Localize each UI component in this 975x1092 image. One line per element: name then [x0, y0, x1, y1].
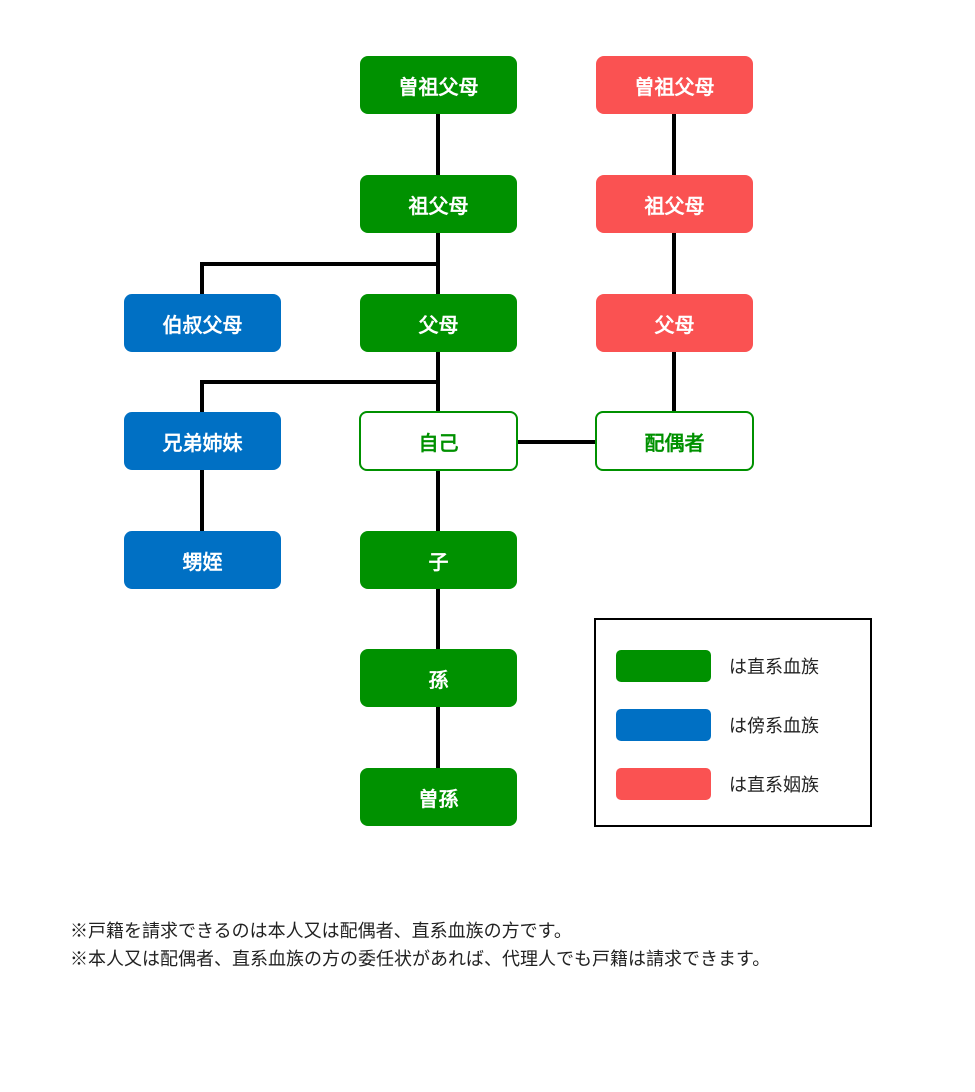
node-great-grandchildren: 曽孫 [360, 768, 517, 826]
node-spouse-parents: 父母 [596, 294, 753, 352]
node-uncles-aunts: 伯叔父母 [124, 294, 281, 352]
node-label: 甥姪 [182, 549, 223, 574]
legend-swatch [616, 650, 711, 682]
node-label: 父母 [418, 312, 459, 337]
legend: は直系血族 は傍系血族 は直系姻族 [594, 618, 872, 827]
node-label: 兄弟姉妹 [162, 430, 243, 455]
node-grandparents: 祖父母 [360, 175, 517, 233]
node-spouse: 配偶者 [595, 411, 754, 471]
node-spouse-grandparents: 祖父母 [596, 175, 753, 233]
legend-item-lineal-blood: は直系血族 [616, 650, 819, 682]
legend-label: は傍系血族 [729, 716, 819, 737]
node-parents: 父母 [360, 294, 517, 352]
node-label: 自己 [418, 430, 459, 455]
legend-swatch [616, 768, 711, 800]
note-line: ※戸籍を請求できるのは本人又は配偶者、直系血族の方です。 [70, 921, 572, 942]
node-label: 伯叔父母 [162, 312, 243, 337]
legend-label: は直系血族 [729, 657, 819, 678]
node-label: 孫 [428, 667, 449, 692]
node-label: 子 [428, 549, 449, 574]
node-grandchildren: 孫 [360, 649, 517, 707]
node-great-grandparents: 曽祖父母 [360, 56, 517, 114]
node-label: 曽祖父母 [398, 74, 479, 99]
note-line: ※本人又は配偶者、直系血族の方の委任状があれば、代理人でも戸籍は請求できます。 [70, 949, 771, 970]
node-label: 配偶者 [644, 430, 705, 455]
notes: ※戸籍を請求できるのは本人又は配偶者、直系血族の方です。 ※本人又は配偶者、直系… [70, 918, 770, 974]
line-parents-siblings [200, 380, 438, 412]
node-label: 曽祖父母 [634, 74, 715, 99]
line-grandparents-uncles-aunts [200, 262, 438, 294]
node-siblings: 兄弟姉妹 [124, 412, 281, 470]
node-self: 自己 [359, 411, 518, 471]
legend-label: は直系姻族 [729, 775, 819, 796]
legend-item-lineal-in-law: は直系姻族 [616, 768, 819, 800]
node-label: 祖父母 [408, 193, 469, 218]
node-label: 曽孫 [418, 786, 459, 811]
legend-swatch [616, 709, 711, 741]
legend-item-collateral-blood: は傍系血族 [616, 709, 819, 741]
node-label: 父母 [654, 312, 695, 337]
node-label: 祖父母 [644, 193, 705, 218]
node-spouse-great-grandparents: 曽祖父母 [596, 56, 753, 114]
node-children: 子 [360, 531, 517, 589]
node-nephews-nieces: 甥姪 [124, 531, 281, 589]
